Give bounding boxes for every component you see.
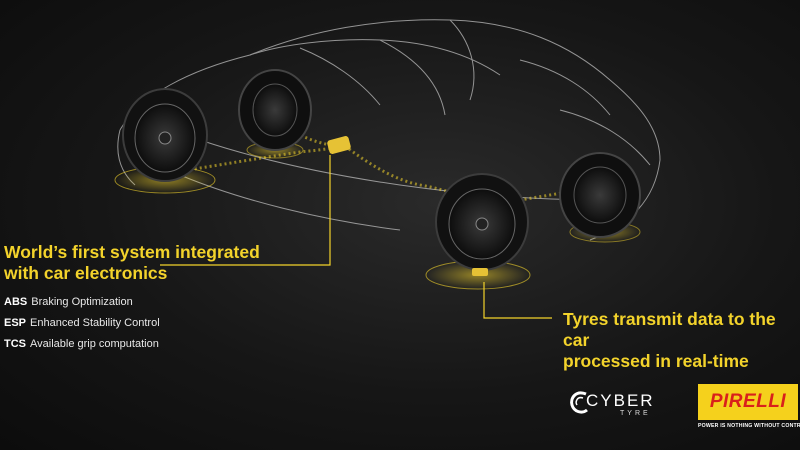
pirelli-logo: PIRELLI bbox=[698, 384, 798, 420]
callout-connector bbox=[483, 282, 552, 319]
pirelli-tagline: POWER IS NOTHING WITHOUT CONTROL bbox=[698, 423, 800, 429]
tyre-front-left bbox=[122, 88, 208, 182]
tyre-rear-left bbox=[238, 69, 312, 151]
data-callout: Tyres transmit data to the car processed… bbox=[563, 309, 798, 372]
callout-line-2: processed in real-time bbox=[563, 351, 749, 371]
headline: World’s first system integrated with car… bbox=[4, 242, 304, 284]
cyber-sub: TYRE bbox=[620, 410, 651, 417]
cyber-word: CYBER bbox=[586, 391, 655, 410]
headline-connector bbox=[160, 155, 331, 266]
cyber-tyre-logo: CYBER TYRE bbox=[568, 388, 676, 424]
headline-line-1: World’s first system integrated bbox=[4, 242, 260, 262]
callout-line-1: Tyres transmit data to the car bbox=[563, 309, 776, 350]
feature-item-tcs: TCS Available grip computation bbox=[4, 334, 160, 355]
pirelli-word: PIRELLI bbox=[709, 391, 787, 412]
feature-abbr: ABS bbox=[4, 296, 28, 308]
feature-abbr: TCS bbox=[4, 338, 26, 350]
feature-abbr: ESP bbox=[4, 317, 27, 329]
feature-text: Braking Optimization bbox=[31, 296, 133, 308]
ecu-unit bbox=[327, 136, 351, 154]
tyre-rear-right bbox=[559, 152, 641, 238]
feature-text: Enhanced Stability Control bbox=[30, 317, 160, 329]
cyber-swirl-icon bbox=[570, 391, 588, 414]
sensor-chip bbox=[472, 268, 488, 276]
car-wireframe bbox=[117, 19, 661, 241]
feature-text: Available grip computation bbox=[30, 338, 159, 350]
tyre-front-right bbox=[435, 173, 529, 271]
headline-line-2: with car electronics bbox=[4, 263, 168, 283]
